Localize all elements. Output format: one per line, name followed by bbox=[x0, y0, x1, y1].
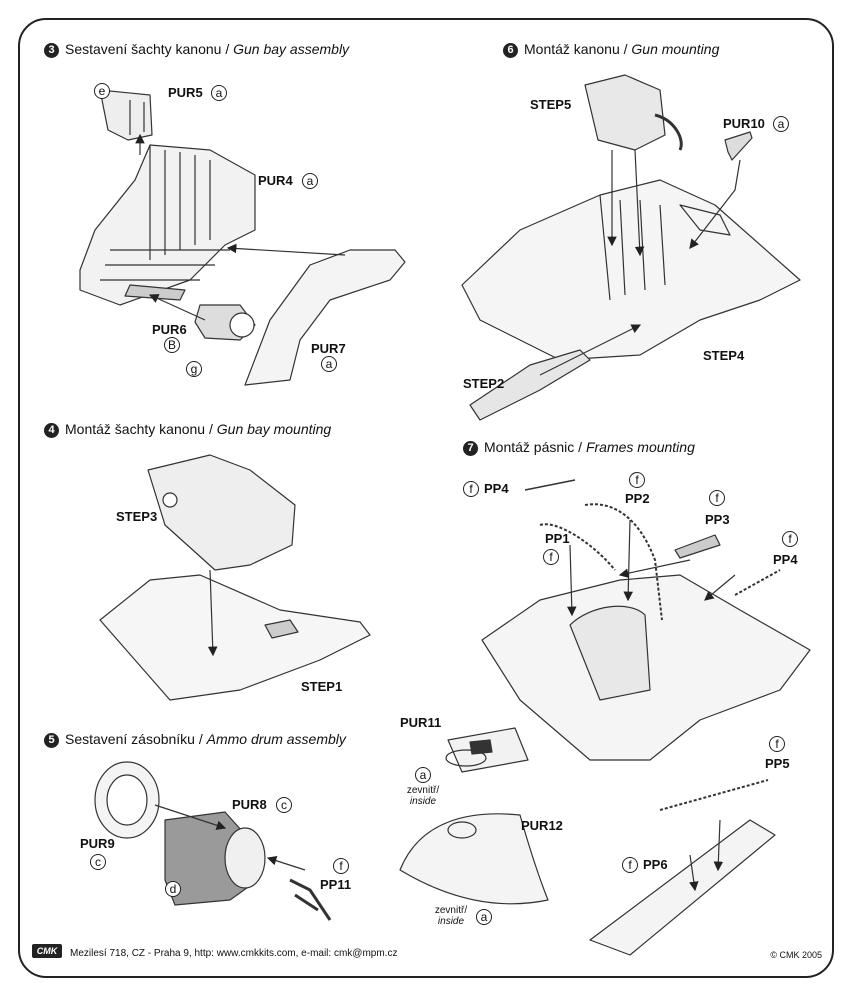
inside-note-english: inside bbox=[409, 796, 437, 807]
marker-a: a bbox=[415, 767, 431, 783]
part-label-pur5: PUR5 bbox=[168, 85, 203, 100]
marker-f: f bbox=[463, 481, 479, 497]
step-number-badge: 3 bbox=[44, 43, 59, 58]
marker-f: f bbox=[769, 736, 785, 752]
section-title-czech: Montáž šachty kanonu / bbox=[65, 421, 217, 437]
ammo-drum-drawing bbox=[94, 761, 332, 921]
frames-mounting-drawing bbox=[481, 479, 811, 761]
section-6-title: 6 Montáž kanonu / Gun mounting bbox=[503, 41, 719, 58]
part-label-pur7: PUR7 bbox=[311, 341, 346, 356]
part-label-pp11: PP11 bbox=[320, 877, 352, 892]
marker-a: a bbox=[211, 85, 227, 101]
part-label-pur10: PUR10 bbox=[723, 116, 765, 131]
gun-bay-mounting-drawing bbox=[99, 454, 371, 701]
part-label-pp2: PP2 bbox=[625, 491, 650, 506]
marker-g: g bbox=[186, 361, 202, 377]
marker-e: e bbox=[94, 83, 110, 99]
part-label-pur11: PUR11 bbox=[400, 715, 442, 730]
part-label-pp5: PP5 bbox=[765, 756, 790, 771]
marker-c: c bbox=[276, 797, 292, 813]
section-3-title: 3 Sestavení šachty kanonu / Gun bay assem… bbox=[44, 41, 349, 58]
section-title-english: Gun bay mounting bbox=[216, 421, 332, 437]
section-title-czech: Montáž pásnic / bbox=[484, 439, 586, 455]
part-label-pp4: PP4 bbox=[484, 481, 509, 496]
marker-f: f bbox=[629, 472, 645, 488]
marker-a: a bbox=[476, 909, 492, 925]
part-label-pur9: PUR9 bbox=[80, 836, 115, 851]
marker-d: d bbox=[165, 881, 181, 897]
footer-copyright: © CMK 2005 bbox=[770, 950, 822, 960]
section-title-czech: Montáž kanonu / bbox=[524, 41, 632, 57]
part-label-pur12: PUR12 bbox=[521, 818, 563, 833]
marker-a: a bbox=[321, 356, 337, 372]
cmk-logo: CMK bbox=[32, 944, 62, 958]
part-label-pp4-second: PP4 bbox=[773, 552, 798, 567]
part-label-pp1: PP1 bbox=[545, 531, 570, 546]
marker-f: f bbox=[782, 531, 798, 547]
inside-note: zevnitř/inside bbox=[430, 905, 472, 927]
section-title-english: Frames mounting bbox=[585, 439, 695, 455]
pur11-pur12-drawing bbox=[399, 727, 549, 905]
part-label-pur4: PUR4 bbox=[258, 173, 293, 188]
inside-note-czech: zevnitř/ bbox=[434, 905, 468, 916]
section-title-english: Gun mounting bbox=[631, 41, 720, 57]
part-label-step2: STEP2 bbox=[463, 376, 505, 391]
section-title-czech: Sestavení šachty kanonu / bbox=[65, 41, 234, 57]
part-label-pur6: PUR6 bbox=[152, 322, 187, 337]
part-label-pur8: PUR8 bbox=[232, 797, 267, 812]
page-frame bbox=[18, 18, 834, 978]
part-label-step4: STEP4 bbox=[703, 348, 745, 363]
step-number-badge: 4 bbox=[44, 423, 59, 438]
section-title-czech: Sestavení zásobníku / bbox=[65, 731, 207, 747]
part-label-step5: STEP5 bbox=[530, 97, 572, 112]
inside-note-english: inside bbox=[437, 916, 465, 927]
step-number-badge: 7 bbox=[463, 441, 478, 456]
marker-a: a bbox=[773, 116, 789, 132]
step-number-badge: 6 bbox=[503, 43, 518, 58]
gun-mounting-drawing bbox=[461, 74, 801, 421]
part-label-step1: STEP1 bbox=[301, 679, 343, 694]
gun-bay-assembly-drawing bbox=[79, 89, 406, 386]
marker-a: a bbox=[302, 173, 318, 189]
part-label-step3: STEP3 bbox=[116, 509, 158, 524]
section-7-title: 7 Montáž pásnic / Frames mounting bbox=[463, 439, 695, 456]
footer-address: Mezilesí 718, CZ - Praha 9, http: www.cm… bbox=[70, 948, 398, 959]
section-4-title: 4 Montáž šachty kanonu / Gun bay mounting bbox=[44, 421, 331, 438]
step-number-badge: 5 bbox=[44, 733, 59, 748]
section-title-english: Gun bay assembly bbox=[233, 41, 350, 57]
section-title-english: Ammo drum assembly bbox=[206, 731, 346, 747]
part-label-pp6: PP6 bbox=[643, 857, 668, 872]
marker-f: f bbox=[622, 857, 638, 873]
marker-f: f bbox=[543, 549, 559, 565]
pp5-pp6-drawing bbox=[589, 779, 776, 956]
marker-f: f bbox=[709, 490, 725, 506]
inside-note-czech: zevnitř/ bbox=[406, 785, 440, 796]
marker-f: f bbox=[333, 858, 349, 874]
section-5-title: 5 Sestavení zásobníku / Ammo drum assembl… bbox=[44, 731, 346, 748]
inside-note: zevnitř/inside bbox=[402, 785, 444, 807]
marker-b: B bbox=[164, 337, 180, 353]
marker-c: c bbox=[90, 854, 106, 870]
part-label-pp3: PP3 bbox=[705, 512, 730, 527]
